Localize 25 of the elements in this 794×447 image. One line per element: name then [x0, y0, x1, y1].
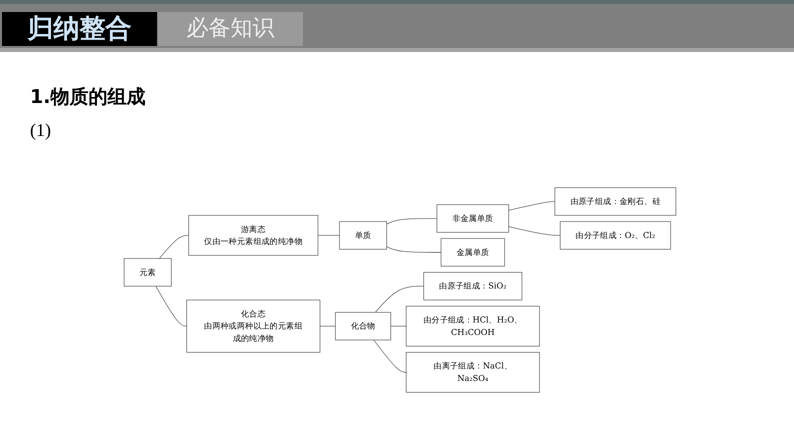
- node-box: 由分子组成：O₂、Cl₂: [560, 221, 671, 250]
- node-box: 由原子组成：金刚石、硅: [554, 187, 676, 216]
- node-box: 由分子组成：HCl、H₂O、CH₃COOH: [406, 306, 540, 346]
- connector: [386, 246, 442, 253]
- connector: [373, 340, 406, 373]
- connector: [508, 226, 560, 236]
- node-box: 金属单质: [440, 238, 505, 266]
- connector: [159, 235, 189, 259]
- connector: [155, 286, 187, 326]
- node-box: 由原子组成：SiO₂: [423, 272, 522, 300]
- node-box: 化合态 由两种或两种以上的元素组成的纯净物: [186, 300, 320, 353]
- connector: [375, 286, 424, 313]
- section-title: 1.物质的组成: [30, 85, 146, 110]
- active-tab: 归纳整合: [2, 12, 157, 46]
- tab: 必备知识: [158, 12, 303, 46]
- node-box: 游离态 仅由一种元素组成的纯净物: [188, 215, 318, 256]
- node-box: 非金属单质: [436, 204, 509, 233]
- connector: [318, 235, 340, 236]
- node-box: 化合物: [335, 312, 392, 340]
- connector: [508, 201, 556, 211]
- node-box: 由离子组成：NaCl、Na₂SO₄: [406, 352, 540, 393]
- node-box: 单质: [339, 221, 387, 250]
- connector: [386, 218, 438, 224]
- item-number: (1): [30, 120, 51, 141]
- node-box: 元素: [124, 258, 172, 286]
